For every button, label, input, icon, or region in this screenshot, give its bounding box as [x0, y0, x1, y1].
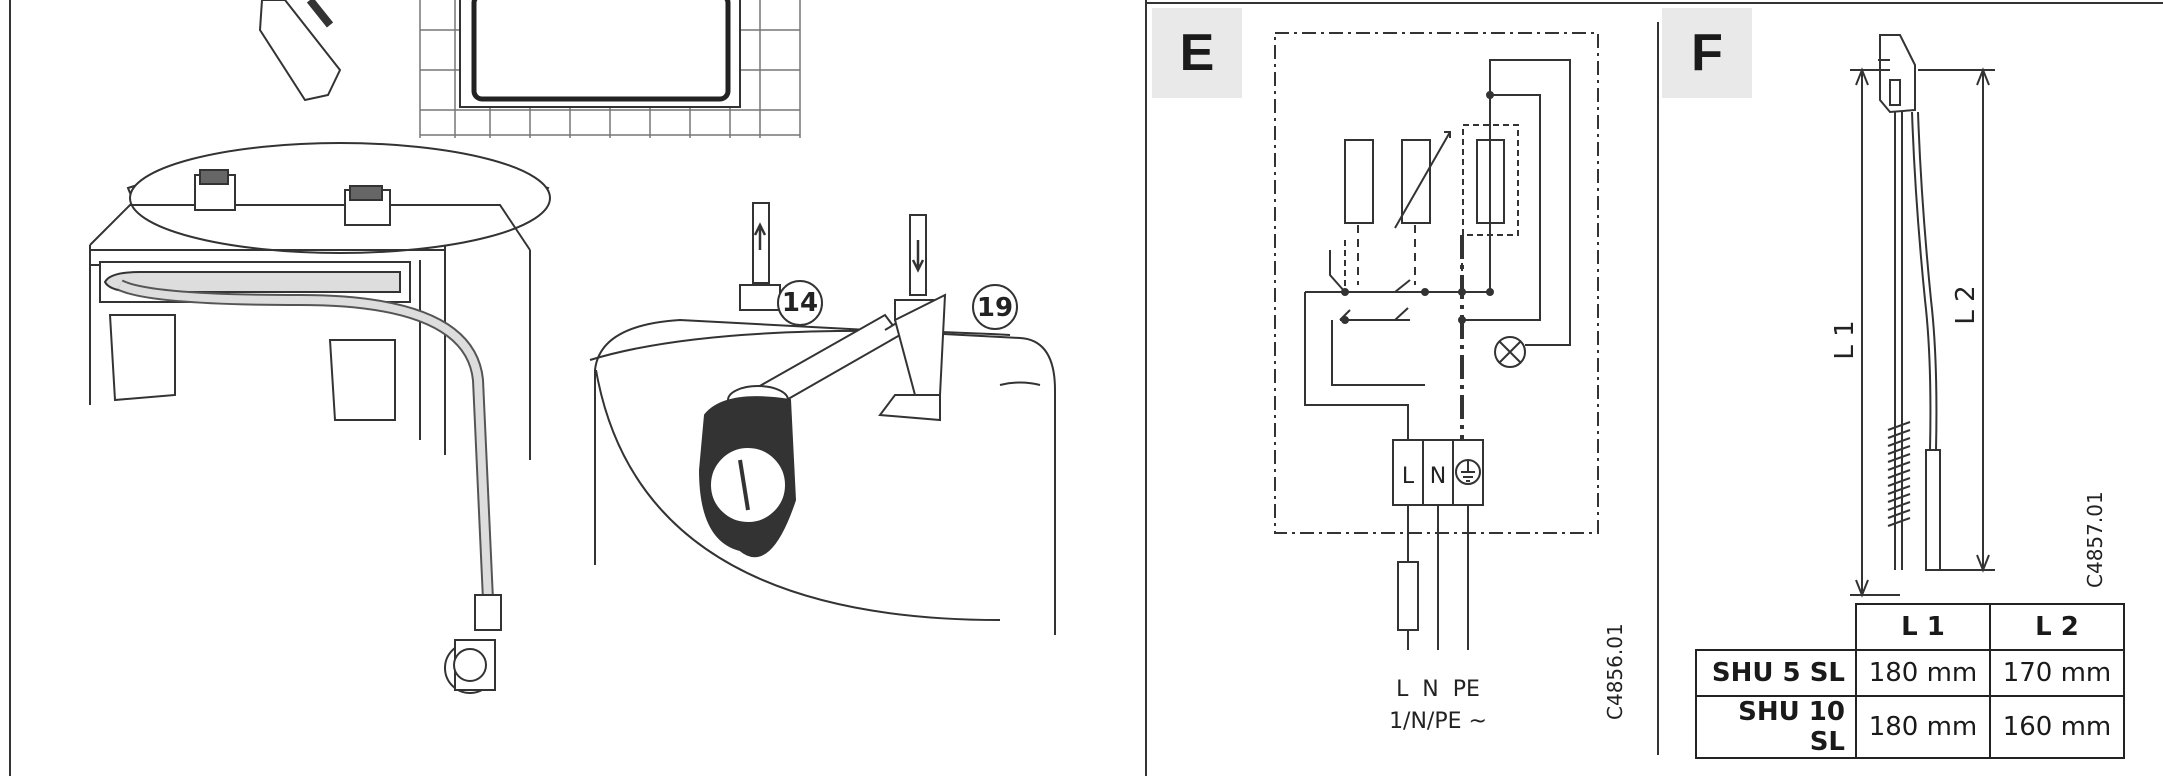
- power-cable-illustration: [117, 279, 502, 694]
- model-cell: SHU 10 SL: [1695, 695, 1857, 759]
- l2-cell: 160 mm: [1989, 695, 2125, 759]
- terminal-l-label: L: [1402, 464, 1415, 489]
- table-row: SHU 10 SL 180 mm 160 mm: [1695, 695, 2125, 759]
- column-header-l1: L 1: [1855, 603, 1991, 651]
- panel-letter-f: F: [1662, 8, 1752, 98]
- safety-cutout-symbol: [1344, 139, 1374, 224]
- panel-letter-e: E: [1152, 8, 1242, 98]
- probe-length-table: L 1 L 2 SHU 5 SL 180 mm 170 mm SHU 10 SL…: [1695, 603, 2125, 759]
- figure-code-f: C4857.01: [2083, 491, 2107, 588]
- thermostat-probe-drawing: [1850, 34, 1995, 598]
- fuse-symbol: [1397, 561, 1419, 631]
- screwdriver-illustration: [258, 0, 342, 102]
- dimension-l2-label: L 2: [1951, 285, 1981, 324]
- model-cell: SHU 5 SL: [1695, 649, 1857, 697]
- thermostat-symbol: [1401, 139, 1431, 224]
- supply-spec-label: 1/N/PE ~: [1389, 709, 1487, 734]
- installation-illustration: [89, 0, 1056, 694]
- callout-19: 19: [977, 293, 1013, 323]
- dimension-l1-label: L 1: [1830, 320, 1860, 359]
- l2-cell: 170 mm: [1989, 649, 2125, 697]
- callout-14: 14: [782, 288, 818, 318]
- appliance-boundary: [1274, 32, 1599, 534]
- table-row: SHU 5 SL 180 mm 170 mm: [1695, 649, 2125, 697]
- coil-spring: [1887, 421, 1911, 527]
- wiring-diagram: [1274, 32, 1599, 650]
- supply-conductor-labels: L N PE: [1396, 677, 1480, 702]
- terminal-n-label: N: [1430, 464, 1446, 489]
- l1-cell: 180 mm: [1855, 649, 1991, 697]
- column-header-l2: L 2: [1989, 603, 2125, 651]
- l1-cell: 180 mm: [1855, 695, 1991, 759]
- table-header-row: L 1 L 2: [1696, 603, 2125, 651]
- page-borders: [9, 0, 2163, 776]
- water-heater-illustration: [589, 202, 1056, 635]
- figure-code-e: C4856.01: [1603, 623, 1627, 720]
